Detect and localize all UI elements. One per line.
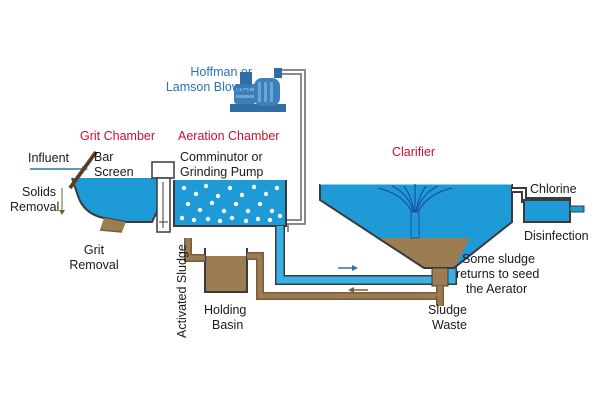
solids-removal-label-line1: Solids	[22, 185, 56, 199]
returns-label-line3: the Aerator	[466, 282, 527, 296]
activated-sludge-label: Activated Sludge	[175, 244, 189, 338]
comminutor-label-line1: Comminutor or	[180, 150, 263, 164]
bar-screen-label-line1: Bar	[94, 150, 113, 164]
bar-screen-icon	[68, 150, 98, 190]
air-bubbles	[179, 183, 283, 224]
holding-basin-label-line1: Holding	[204, 303, 246, 317]
comminutor-label-line2: Grinding Pump	[180, 165, 263, 179]
sludge-waste-label-line2: Waste	[432, 318, 467, 332]
aeration-chamber-title: Aeration Chamber	[178, 129, 279, 143]
influent-label: Influent	[28, 151, 70, 165]
bar-screen-label-line2: Screen	[94, 165, 134, 179]
holding-basin-label-line2: Basin	[212, 318, 243, 332]
returns-label-line1: Some sludge	[462, 252, 535, 266]
grit-chamber	[71, 177, 161, 233]
clarifier-tank	[319, 183, 513, 287]
blower-label-line1: Hoffman or	[190, 65, 252, 79]
clarifier-title: Clarifier	[392, 145, 435, 159]
grit-removal-label-line2: Removal	[69, 258, 118, 272]
disinfection-label: Disinfection	[524, 229, 589, 243]
return-sludge-pipe	[184, 238, 444, 300]
sludge-waste-label-line1: Sludge	[428, 303, 467, 317]
disinfection-unit	[512, 187, 585, 223]
influent-arrow	[30, 166, 88, 172]
flow-arrow	[338, 265, 358, 271]
holding-basin	[204, 248, 248, 293]
grit-chamber-title: Grit Chamber	[80, 129, 155, 143]
chlorine-label: Chlorine	[530, 182, 577, 196]
solids-removal-label-line2: Removal	[10, 200, 59, 214]
comminutor-icon	[151, 161, 175, 233]
returns-label-line2: returns to seed	[456, 267, 539, 281]
grit-removal-label-line1: Grit	[84, 243, 105, 257]
aeration-to-clarifier-pipe	[275, 226, 457, 285]
blower-icon	[230, 68, 286, 112]
blower-label-line2: Lamson Blower	[166, 80, 252, 94]
solids-removal-arrow	[59, 188, 65, 215]
aeration-chamber	[173, 180, 287, 227]
return-arrow	[348, 287, 368, 293]
